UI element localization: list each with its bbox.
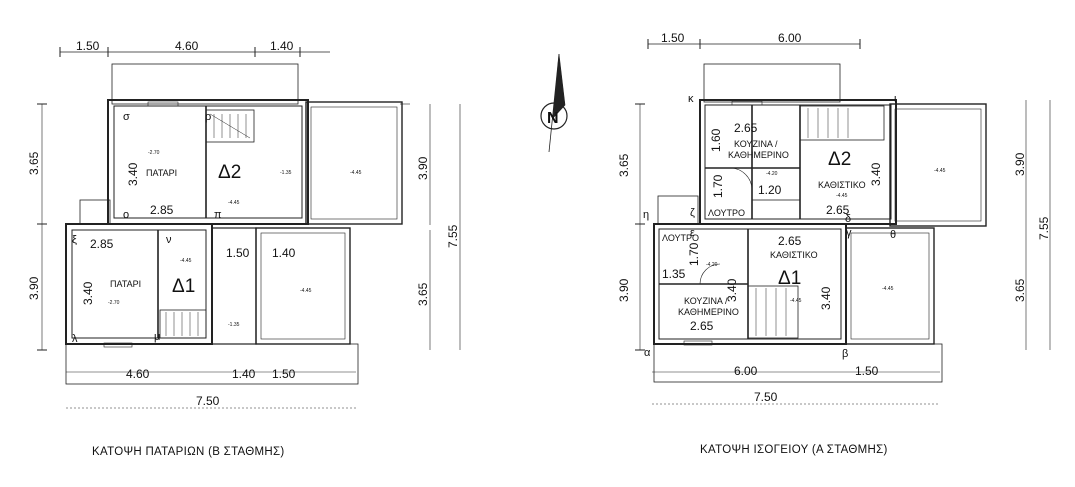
unit1-label: Δ1 [172,276,195,297]
g2-level: -4.20 [766,171,778,177]
g1-living-label: ΚΑΘΙΣΤΙΚΟ [770,250,818,260]
upper-terrace [305,101,403,225]
g1-unit-label: Δ1 [778,268,801,289]
g-dim-bottom-outer: 7.50 [754,390,778,404]
g-dim-top-1: 1.50 [661,31,685,45]
terrace-level-1: -1.35 [280,170,292,176]
g-terrace-level-1: -4.45 [934,168,946,174]
g-point-zeta: ζ [690,207,695,219]
point-sigma: σ [123,111,130,123]
dim-right-2: 3.65 [416,282,430,306]
unit1-width: 2.85 [90,237,114,251]
g-point-gamma: γ [846,227,852,239]
ground-unit2-walls [699,99,897,225]
unit2-level: -2.70 [148,150,160,156]
g2-kitchen-label: ΚΟΥΖΙΝΑ / [734,139,778,149]
g1-bath-height: 1.70 [687,242,701,266]
ground-labels: 1.50 6.00 3.65 3.90 3.90 3.65 7.55 κ ι η… [617,31,1051,404]
g-dim-right-outer: 7.55 [1037,216,1051,240]
unit1-room: ΠΑΤΑΡΙ [110,279,141,289]
unit2-level-small: -4.45 [228,200,240,206]
g-dim-right-2: 3.65 [1013,278,1027,302]
unit1-level: -2.70 [108,300,120,306]
point-xi: ξ [72,234,77,246]
unit2-width: 2.85 [150,203,174,217]
unit1-d2: 1.40 [272,246,296,260]
g2-kitchen-width: 2.65 [734,121,758,135]
g-point-theta: θ [890,229,896,241]
dim-left-2: 3.90 [27,276,41,300]
g2-living-height: 3.40 [869,162,883,186]
point-lambda: λ [72,333,78,345]
g1-level-small: -4.45 [790,298,802,304]
lower-terrace [255,227,351,345]
dim-right-outer: 7.55 [446,224,460,248]
dim-top-2: 4.60 [175,39,199,53]
g1-living-width: 2.65 [778,234,802,248]
terrace-level-2: -4.45 [350,170,362,176]
g-point-eta: η [643,209,649,221]
g1-kitchen-label: ΚΟΥΖΙΝΑ / [684,296,728,306]
terrace-level-4: -4.45 [300,288,312,294]
dim-bottom-1: 4.60 [126,367,150,381]
g1-bath-label: ΛΟΥΤΡΟ [662,233,699,243]
mezzanine-caption: ΚΑΤΟΨΗ ΠΑΤΑΡΙΩΝ (Β ΣΤΑΘΜΗΣ) [92,446,285,458]
g2-living-width: 2.65 [826,203,850,217]
upper-balcony [111,63,299,105]
dim-top-1: 1.50 [76,39,100,53]
g2-living-label: ΚΑΘΙΣΤΙΚΟ [818,180,866,190]
g-point-iota: ι [894,93,897,105]
dim-bottom-2: 1.40 [232,367,256,381]
g-terrace-level-2: -4.45 [882,286,894,292]
g-point-alpha: α [644,347,651,359]
g-dim-left-1: 3.65 [617,153,631,177]
g1-kitchen-width: 2.65 [690,319,714,333]
g2-kitchen-label-2: ΚΑΘΗΜΕΡΙΝΟ [728,150,789,160]
g-dim-left-2: 3.90 [617,278,631,302]
unit2-label: Δ2 [218,162,241,183]
dim-top-3: 1.40 [270,39,294,53]
g-point-beta: β [842,348,848,360]
g2-bath-width: 1.20 [758,183,782,197]
g1-living-height: 3.40 [819,286,833,310]
g2-unit-label: Δ2 [828,149,851,170]
g2-bath-label: ΛΟΥΤΡΟ [708,208,745,218]
g1-kitchen-height: 3.40 [725,278,739,302]
unit1-height: 3.40 [81,281,95,305]
dim-bottom-outer: 7.50 [196,394,220,408]
g-dim-bottom-1: 6.00 [734,364,758,378]
point-pi: π [214,209,222,221]
g1-level: -4.20 [706,262,718,268]
point-mu: μ [154,331,160,343]
terrace-level-3: -1.35 [228,322,240,328]
g-point-epsilon: ε [690,227,695,239]
mezzanine-labels: 1.50 4.60 1.40 3.65 3.90 3.90 3.65 7.55 … [27,39,460,408]
point-omicron: ο [123,209,129,221]
point-nu: ν [166,234,172,246]
ground-caption: ΚΑΤΟΨΗ ΙΣΟΓΕΙΟΥ (Α ΣΤΑΘΜΗΣ) [700,444,888,456]
g-dim-bottom-2: 1.50 [855,364,879,378]
g-dim-right-1: 3.90 [1013,152,1027,176]
unit1-d1: 1.50 [226,246,250,260]
g2-level-small: -4.45 [836,193,848,199]
dim-right-1: 3.90 [416,156,430,180]
g2-kitchen-height: 1.60 [709,128,723,152]
point-rho: ρ [205,111,211,123]
unit1-level-small: -4.45 [180,258,192,264]
g1-bath-width: 1.35 [662,267,686,281]
dim-bottom-3: 1.50 [272,367,296,381]
g-point-kappa: κ [688,93,694,105]
g1-kitchen-label-2: ΚΑΘΗΜΕΡΙΝΟ [678,307,739,317]
g-dim-top-2: 6.00 [778,31,802,45]
g-point-delta: δ [845,213,851,225]
unit2-room: ΠΑΤΑΡΙ [146,168,177,178]
g2-bath-height: 1.70 [711,174,725,198]
north-letter: N [547,110,559,127]
unit2-height: 3.40 [126,162,140,186]
dim-left-1: 3.65 [27,151,41,175]
north-arrow-icon: N [540,53,568,153]
ground-plan [635,39,1051,405]
mezzanine-plan [37,47,461,409]
